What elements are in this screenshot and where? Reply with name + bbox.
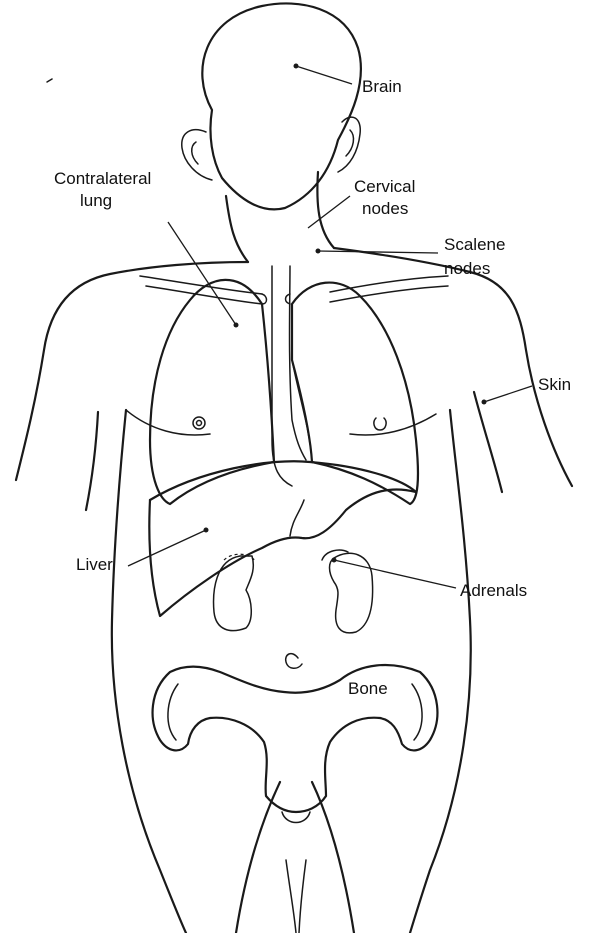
navel <box>286 654 302 669</box>
torso-outline <box>16 172 572 933</box>
label-contralateral-line2: lung <box>80 191 112 210</box>
leader-lines <box>128 64 532 589</box>
label-scalene-line1: Scalene <box>444 235 505 254</box>
right-lung <box>292 283 418 504</box>
label-bone: Bone <box>348 679 388 698</box>
label-cervical-line2: nodes <box>362 199 408 218</box>
left-lung <box>150 280 274 504</box>
label-adrenals: Adrenals <box>460 581 527 600</box>
label-brain: Brain <box>362 77 402 96</box>
trachea <box>272 266 306 486</box>
chest-details <box>126 410 436 435</box>
label-cervical-line1: Cervical <box>354 177 415 196</box>
liver-organ <box>149 489 416 616</box>
label-skin: Skin <box>538 375 571 394</box>
pelvis <box>153 665 438 822</box>
labels: Brain Contralateral lung Cervical nodes … <box>54 77 571 698</box>
label-scalene-line2: nodes <box>444 259 490 278</box>
label-contralateral-line1: Contralateral <box>54 169 151 188</box>
label-liver: Liver <box>76 555 113 574</box>
left-kidney <box>214 554 256 630</box>
